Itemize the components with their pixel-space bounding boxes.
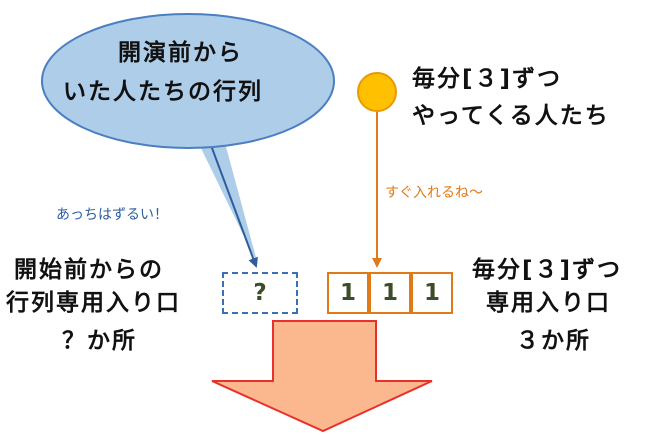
unknown-entrance-box: ?: [222, 272, 298, 314]
right-gate-line-2: 専用入り口: [486, 290, 611, 316]
right-note: すぐ入れるね〜: [385, 185, 483, 201]
person-dot-icon: [357, 72, 397, 112]
bubble-line-1: 開演前から: [118, 40, 243, 66]
bubble-tail-arrow: [208, 139, 258, 268]
left-gate-line-2: 行列専用入り口: [6, 290, 181, 316]
entrance-slot-1: 1: [327, 272, 369, 314]
entrance-slot-2: 1: [369, 272, 411, 314]
arrival-line-2: やってくる人たち: [412, 103, 610, 129]
big-down-arrow-icon: [211, 320, 433, 433]
left-gate-line-3: ？か所: [62, 328, 137, 354]
bubble-line-2: いた人たちの行列: [63, 79, 263, 105]
left-gate-line-1: 開始前からの: [14, 257, 164, 283]
entrance-slot-3: 1: [411, 272, 453, 314]
speech-bubble: [41, 13, 335, 149]
arrival-line-1: 毎分[３]ずつ: [412, 66, 563, 92]
right-gate-line-3: ３か所: [516, 328, 591, 354]
left-note: あっちはずるい！: [56, 207, 168, 223]
right-gate-line-1: 毎分[３]ずつ: [472, 257, 623, 283]
